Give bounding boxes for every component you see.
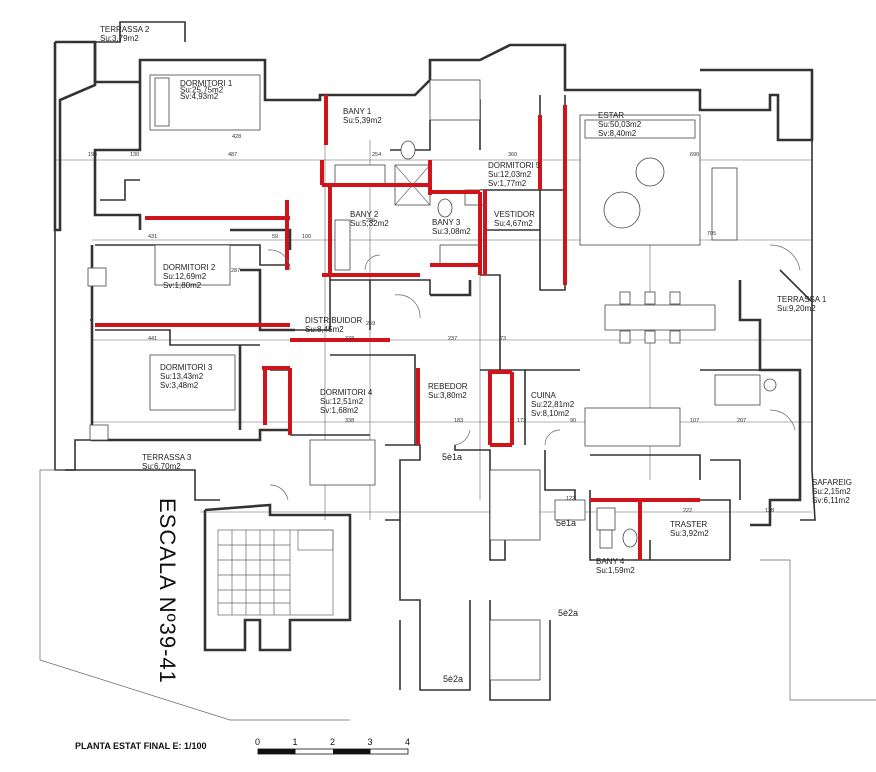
room-area-terrassa2: Su:3,79m2: [100, 34, 139, 43]
dimension-label: 431: [148, 234, 157, 240]
room-name-safareig: SAFAREIG: [812, 478, 852, 487]
dimension-label: 338: [345, 336, 354, 342]
dimension-label: 122: [566, 496, 575, 502]
dimension-label: 237: [448, 336, 457, 342]
doors: [267, 244, 801, 501]
dimension-labels: 194 130 487 254 360 690 431 59 100 338 237 73 441 338…: [88, 134, 774, 514]
room-area-vestidor: Su:4,67m2: [494, 219, 533, 228]
room-name-dormitori1: DORMITORI 1: [180, 79, 233, 88]
room-name-traster: TRASTER: [670, 520, 708, 529]
room-area-dormitori1: Su:25,75m2: [180, 86, 224, 95]
room-name-terrassa3: TERRASSA 3: [142, 453, 192, 462]
room-name-dormitori3: DORMITORI 3: [160, 363, 213, 372]
room-name-dormitori2: DORMITORI 2: [163, 263, 216, 272]
room-area-dormitori4: Su:12,51m2: [320, 397, 364, 406]
dimension-label: 428: [232, 134, 241, 140]
red-walls: [95, 95, 700, 560]
room-area-bany4: Su:1,59m2: [596, 566, 635, 575]
room-area-safareig: Su:2,15m2: [812, 487, 851, 496]
site-lines: [39, 469, 876, 721]
unit-label: 5è1a: [556, 518, 576, 528]
room-area-distribuidor: Su:8,45m2: [305, 325, 344, 334]
dimension-label: 138: [765, 508, 774, 514]
room-name-estar: ESTAR: [598, 111, 624, 120]
scale-numbers: 0 1 2 3 4: [255, 737, 410, 747]
dimension-label: 90: [570, 418, 576, 424]
unit-label: 5è2a: [558, 608, 578, 618]
dimension-label: 360: [508, 152, 517, 158]
room-area-terrassa1: Su:9,20m2: [777, 304, 816, 313]
room-area-terrassa3: Su:6,70m2: [142, 462, 181, 471]
scale-number: 4: [405, 737, 410, 747]
dimension-label: 100: [302, 234, 311, 240]
scale-number: 3: [368, 737, 373, 747]
room-name-dormitori4: DORMITORI 4: [320, 388, 373, 397]
scale-number: 1: [293, 737, 298, 747]
room-name-dormitori5: DORMITORI 5: [488, 161, 541, 170]
dimension-label: 441: [148, 336, 157, 342]
room-area-dormitori2: Su:12,69m2: [163, 272, 207, 281]
dimension-label: 222: [683, 508, 692, 514]
dimension-label: 59: [272, 234, 278, 240]
room-area-traster: Su:3,92m2: [670, 529, 709, 538]
dimension-label: 338: [345, 418, 354, 424]
dimension-label: 487: [228, 152, 237, 158]
unit-label: 5è1a: [442, 452, 462, 462]
room-sv-estar: Sv:8,40m2: [598, 129, 637, 138]
dimension-label: 73: [500, 336, 506, 342]
dimension-label: 194: [88, 152, 97, 158]
plan-title: PLANTA ESTAT FINAL E: 1/100: [75, 741, 207, 751]
room-sv-dormitori3: Sv:3,48m2: [160, 381, 199, 390]
perimeter-walls: [53, 21, 816, 527]
dimension-label: 287: [231, 268, 240, 274]
room-name-terrassa1: TERRASSA 1: [777, 295, 827, 304]
room-sv-safareig: Sv:6,11m2: [812, 496, 850, 505]
room-area-rebedor: Su:3,80m2: [428, 391, 467, 400]
room-area-bany3: Su:3,08m2: [432, 227, 471, 236]
room-area-dormitori3: Su:13,43m2: [160, 372, 204, 381]
room-sv-cuina: Sv:8,10m2: [531, 409, 570, 418]
room-name-terrassa2: TERRASSA 2: [100, 25, 150, 34]
room-name-bany1: BANY 1: [343, 107, 372, 116]
dimension-label: 259: [366, 321, 375, 327]
dimension-label: 207: [737, 418, 746, 424]
scale-number: 0: [255, 737, 260, 747]
room-sv-dormitori4: Sv:1,68m2: [320, 406, 359, 415]
scale-bar: [257, 748, 409, 755]
room-name-bany4: BANY 4: [596, 557, 625, 566]
room-area-estar: Su:50,03m2: [598, 120, 642, 129]
room-area-dormitori5: Su:12,03m2: [488, 170, 532, 179]
dimension-label: 107: [690, 418, 699, 424]
room-name-cuina: CUINA: [531, 391, 557, 400]
dimension-label: 690: [690, 152, 699, 158]
stair-label: ESCALA Nº39-41: [155, 498, 180, 684]
room-area-bany2: Su:5,32m2: [350, 219, 389, 228]
scale-number: 2: [330, 737, 335, 747]
interior-walls: [93, 82, 760, 561]
room-name-bany2: BANY 2: [350, 210, 379, 219]
dimension-label: 172: [517, 418, 526, 424]
room-sv-dormitori5: Sv:1,77m2: [488, 179, 527, 188]
dimension-label: 254: [372, 152, 381, 158]
room-name-rebedor: REBEDOR: [428, 382, 468, 391]
dimension-label: 705: [707, 231, 716, 237]
dimension-label: 226: [366, 218, 375, 224]
room-area-cuina: Su:22,81m2: [531, 400, 575, 409]
unit-label: 5è2a: [443, 674, 463, 684]
furniture: [87, 74, 777, 681]
room-name-bany3: BANY 3: [432, 218, 461, 227]
room-name-vestidor: VESTIDOR: [494, 210, 535, 219]
room-sv-dormitori1: Sv:4,93m2: [180, 92, 219, 101]
room-name-distribuidor: DISTRIBUIDOR: [305, 316, 363, 325]
unit-labels: 5è1a 5è1a 5è2a 5è2a: [442, 452, 578, 684]
room-sv-dormitori2: Sv:1,80m2: [163, 281, 202, 290]
dimension-label: 130: [130, 152, 139, 158]
room-area-bany1: Su:5,39m2: [343, 116, 382, 125]
dimension-label: 183: [454, 418, 463, 424]
